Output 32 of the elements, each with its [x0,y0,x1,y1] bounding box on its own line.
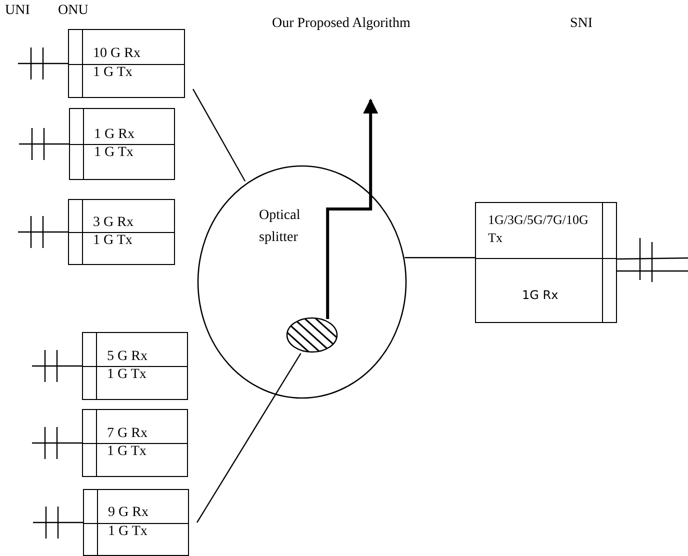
connector-line [404,257,475,258]
tx-rate-text: 1 G Tx [108,524,148,540]
connector-line [196,352,302,523]
rx-rate-text: 9 G Rx [108,505,148,522]
splitter-label: Optical splitter [259,207,302,247]
tx-rate-text: 1 G Tx [93,64,132,81]
rx-rate-text: 1 G Rx [94,126,134,143]
interface-label: ONU [58,3,88,19]
rx-rate-text: 10 G Rx [93,46,140,62]
splitter-ellipse [197,165,407,399]
onu-box [82,332,188,400]
onu-box [83,489,189,556]
connector-line [192,88,246,182]
rx-rate-text: 3 G Rx [93,214,134,231]
onu-box [69,108,175,180]
rx-rate-text: 7 G Rx [107,426,148,442]
rx-rate-text: 1G Rx [522,287,558,303]
arrow [326,98,378,319]
rx-rate-text: 5 G Rx [107,348,148,365]
tx-rate-text: 1 G Tx [94,145,134,162]
hatched-oval [286,317,338,353]
interface-label: UNI [5,3,30,19]
onu-box [82,409,188,477]
interface-label: SNI [570,16,593,32]
tx-rate-text: 1 G Tx [107,367,146,384]
olt-box [475,202,617,323]
tx-rate-text: 1G/3G/5G/7G/10G Tx [488,211,590,247]
tx-rate-text: 1 G Tx [93,233,132,250]
onu-box [68,29,185,98]
algorithm-label: Our Proposed Algorithm [272,16,410,32]
onu-box [68,199,175,265]
tx-rate-text: 1 G Tx [107,444,146,460]
